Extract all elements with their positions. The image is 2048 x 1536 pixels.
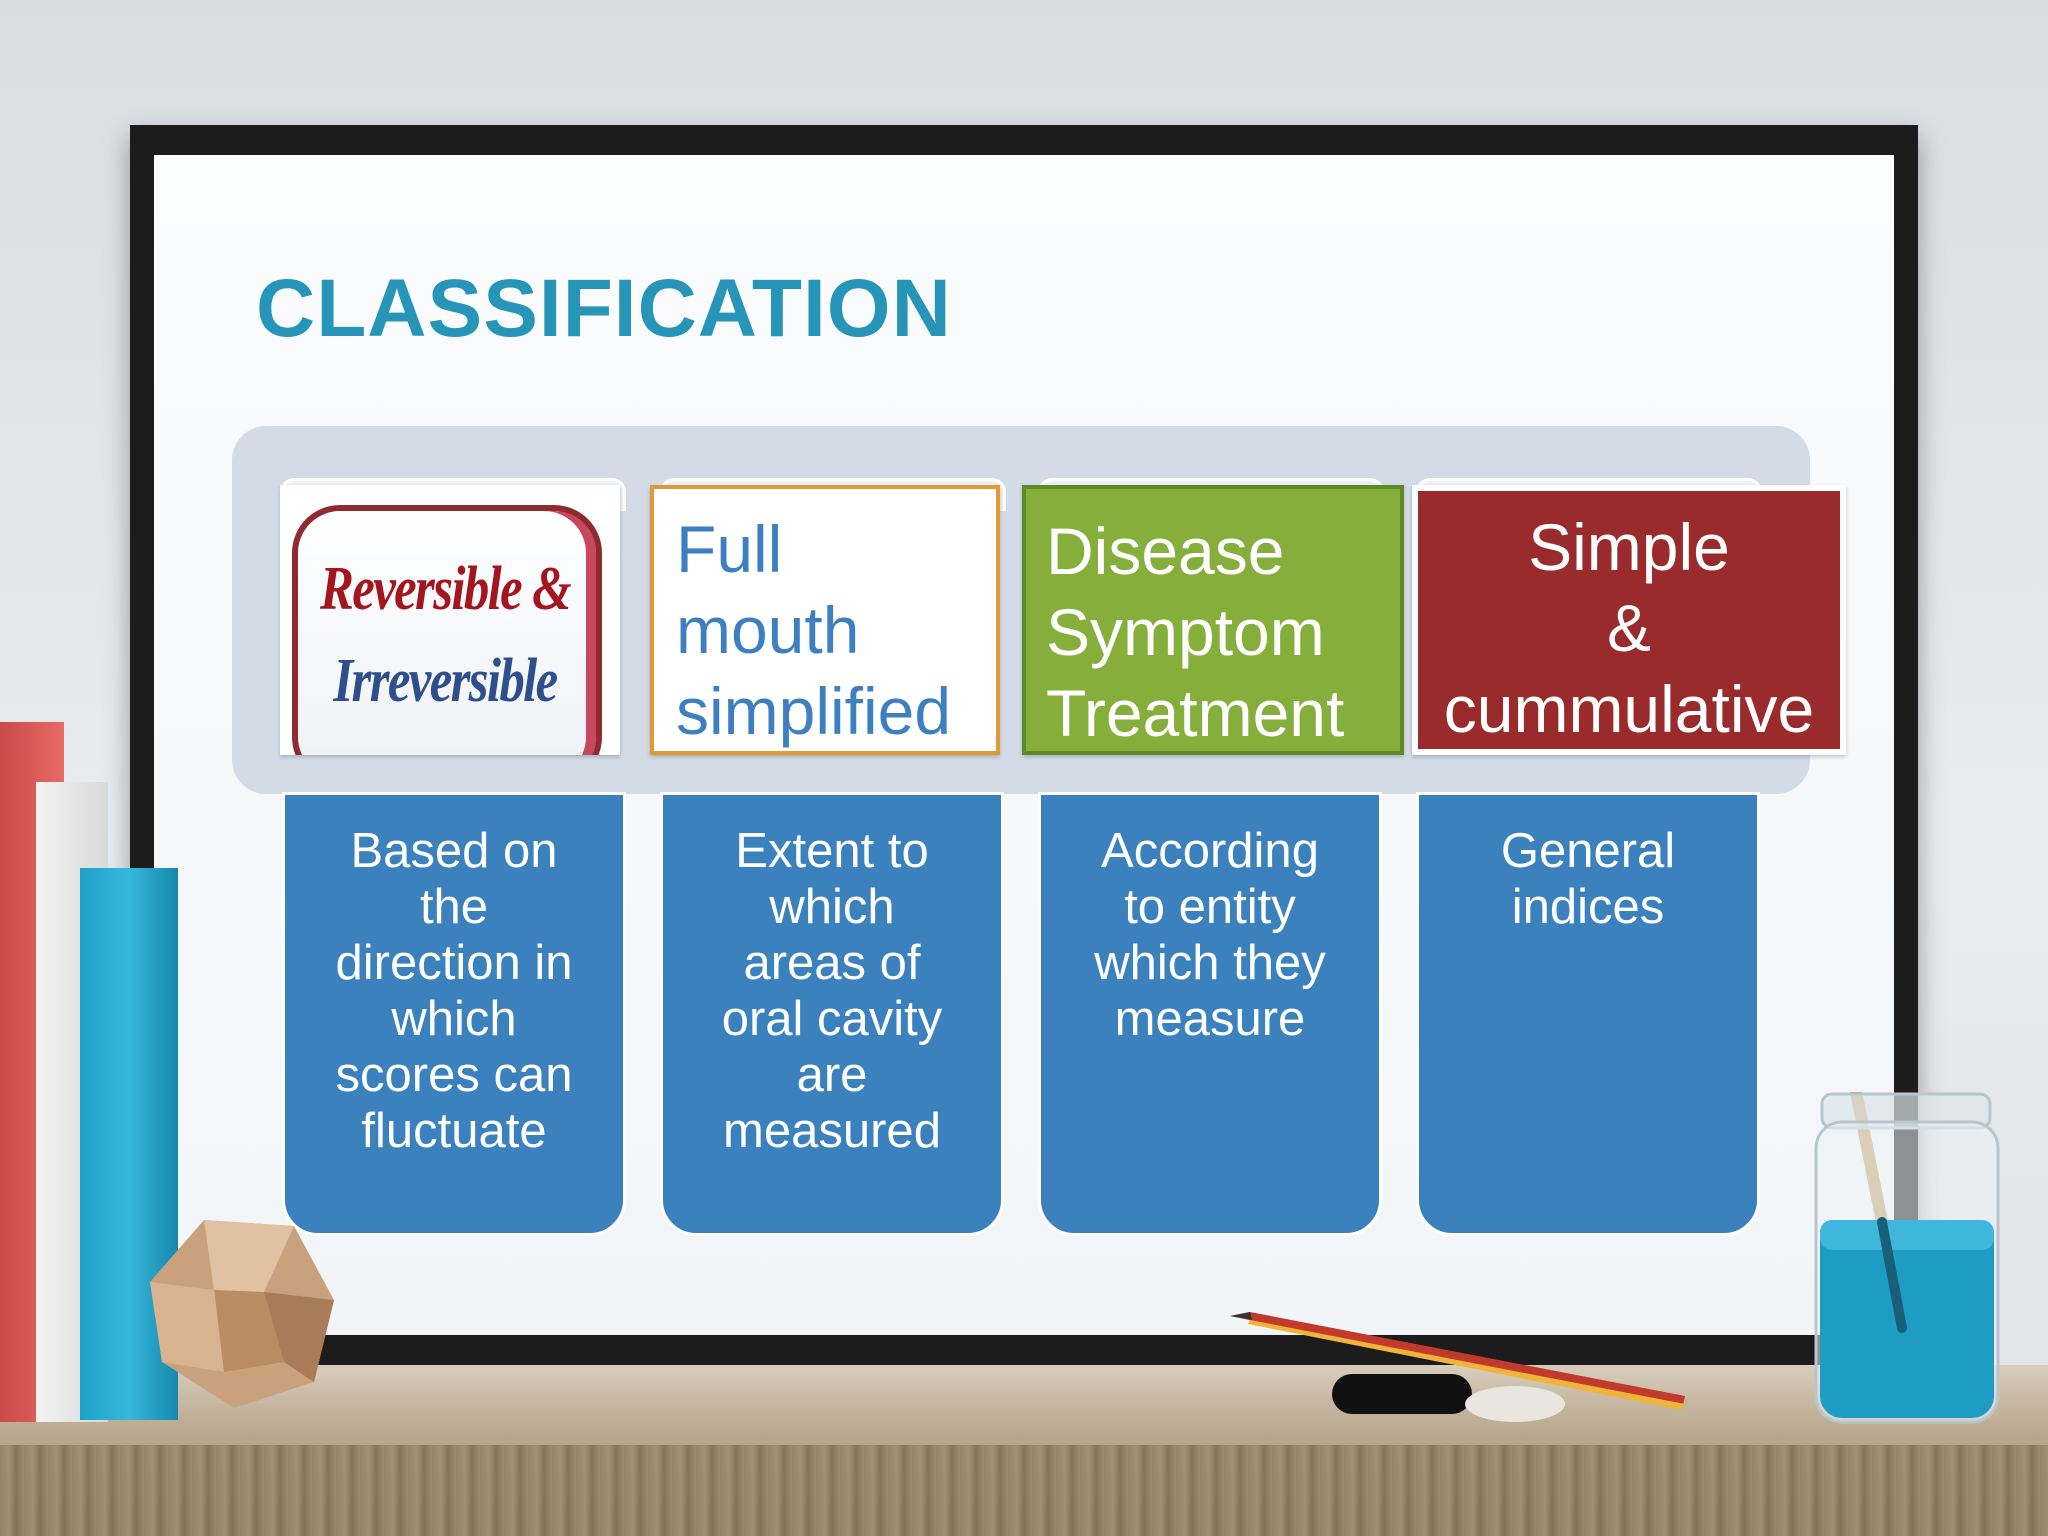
wooden-polyhedron-icon — [150, 1220, 334, 1408]
description-line: which they — [1094, 936, 1326, 990]
sign-line-2: Irreversible — [333, 647, 558, 715]
card-line: Treatment — [1046, 676, 1345, 750]
description-line: to entity — [1124, 880, 1296, 934]
description-line: direction in — [335, 936, 573, 990]
description-line: Based on — [350, 824, 558, 878]
card-line: & — [1606, 591, 1652, 665]
water-jar-with-brush-icon — [1814, 1092, 2000, 1424]
description-line: measured — [723, 1104, 941, 1158]
description-line: are — [796, 1048, 868, 1102]
description-line: which — [769, 880, 895, 934]
description-line: which — [391, 992, 517, 1046]
card-line: Simple — [1528, 510, 1730, 584]
category-card-disease: Disease Symptom Treatment — [1022, 485, 1404, 755]
description-line: measure — [1114, 992, 1306, 1046]
description-box-1: Based on the direction in which scores c… — [282, 792, 626, 1236]
description-line: areas of — [743, 936, 921, 990]
reversible-irreversible-sign: Reversible & Irreversible — [292, 505, 602, 755]
card-line: Full — [676, 512, 783, 586]
description-line: the — [419, 880, 489, 934]
card-line: mouth — [676, 593, 860, 667]
description-box-4: General indices — [1416, 792, 1760, 1236]
card-line: simplified — [676, 674, 952, 748]
slide-title: CLASSIFICATION — [256, 263, 952, 354]
description-box-3: According to entity which they measure — [1038, 792, 1382, 1236]
shelf-wood-grain — [0, 1445, 2048, 1536]
description-box-2: Extent to which areas of oral cavity are… — [660, 792, 1004, 1236]
sign-line-1: Reversible & — [320, 555, 572, 623]
description-line: indices — [1511, 880, 1665, 934]
description-line: scores can — [335, 1048, 573, 1102]
card-line: Symptom — [1046, 595, 1325, 669]
category-card-full-mouth: Full mouth simplified — [650, 485, 1000, 755]
category-card-simple: Simple & cummulative — [1412, 485, 1846, 755]
card-line: Disease — [1046, 514, 1285, 588]
card-line: cummulative — [1443, 672, 1815, 746]
pencil-and-eraser-icon — [1230, 1312, 1685, 1422]
category-card-reversible: Reversible & Irreversible — [280, 485, 620, 755]
description-line: oral cavity — [721, 992, 943, 1046]
description-line: Extent to — [735, 824, 929, 878]
description-line: General — [1500, 824, 1676, 878]
description-line: According — [1101, 824, 1319, 878]
description-line: fluctuate — [361, 1104, 547, 1158]
